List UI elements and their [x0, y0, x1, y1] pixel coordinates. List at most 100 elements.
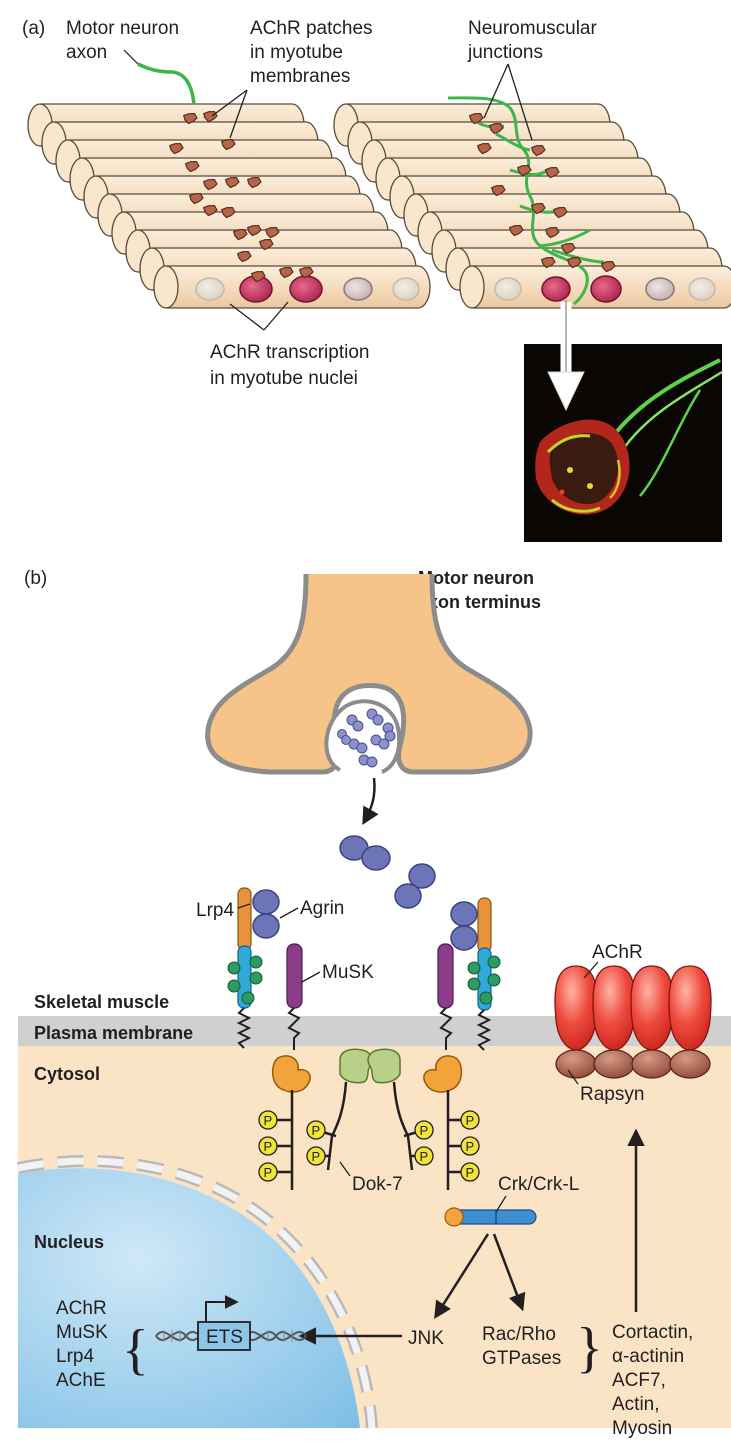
nucleus-label: Nucleus — [34, 1232, 104, 1252]
right-myotube-stack — [333, 103, 731, 309]
myotube-nucleus — [541, 276, 571, 302]
achr-patch — [246, 176, 262, 189]
ets-box — [197, 1321, 251, 1351]
achr-patch — [224, 176, 240, 189]
achr-patch — [600, 260, 616, 273]
achr-patch — [182, 112, 198, 125]
myotube-nucleus — [195, 277, 225, 301]
skeletal-muscle-label: Skeletal muscle — [34, 992, 169, 1012]
genes-brace: { — [122, 1319, 149, 1381]
achr-patch — [544, 166, 560, 179]
rapsyn-molecule — [593, 1049, 635, 1079]
axon-terminus-label-1: Motor neuron — [418, 568, 534, 588]
transcription-leader-2 — [263, 301, 289, 331]
arrow-to-rac-rho — [492, 1233, 526, 1312]
achr-patch — [168, 142, 184, 155]
rac-rho-brace: } — [576, 1317, 603, 1379]
crk-crkl-protein — [444, 1207, 537, 1227]
achr-patch — [258, 238, 274, 251]
gene-musk: MuSK — [56, 1322, 108, 1343]
achr-patch — [566, 256, 582, 269]
musk-left-kinase — [271, 1055, 311, 1093]
phosphate-label: P — [466, 1139, 475, 1154]
achr-transcription-label-1: AChR transcription — [210, 342, 369, 363]
achr-receptor — [668, 965, 712, 1079]
phosphate-group: P — [460, 1136, 480, 1156]
nmj-leader-2 — [507, 63, 533, 141]
ets-label: ETS — [206, 1327, 243, 1348]
nmj-label-2: junctions — [467, 42, 543, 63]
phosphate-label: P — [466, 1113, 475, 1128]
achr-patch — [264, 226, 280, 239]
achr-patch — [476, 142, 492, 155]
achr-patch — [530, 202, 546, 215]
phosphate-label: P — [264, 1165, 273, 1180]
axon-leader-line — [123, 49, 139, 65]
dok7-label: Dok-7 — [352, 1174, 403, 1195]
achr-patch — [246, 224, 262, 237]
phosphate-group: P — [460, 1162, 480, 1182]
musk-right-kinase — [423, 1055, 463, 1093]
phosphate-group: P — [414, 1146, 434, 1166]
effector-4: Actin, — [612, 1394, 660, 1415]
musk-label: MuSK — [322, 962, 374, 983]
achr-patch — [488, 122, 504, 135]
zoom-arrowhead — [547, 371, 585, 412]
agrin-released-2 — [394, 863, 436, 909]
phosphate-label: P — [420, 1149, 429, 1164]
achr-patch — [184, 160, 200, 173]
rapsyn-label: Rapsyn — [580, 1084, 644, 1105]
gene-achr: AChR — [56, 1298, 107, 1319]
phosphate-group: P — [306, 1146, 326, 1166]
lrp4-label: Lrp4 — [196, 900, 234, 921]
lrp4-left — [237, 887, 252, 951]
phosphate-group: P — [258, 1136, 278, 1156]
achr-patch — [220, 138, 236, 151]
gene-lrp4: Lrp4 — [56, 1346, 94, 1367]
musk-right — [437, 943, 454, 1009]
panel-b: (b) Motor neuron axon terminus — [16, 568, 731, 1439]
phosphate-label: P — [312, 1123, 321, 1138]
transcription-leader-1 — [229, 303, 265, 331]
rapsyn-molecule — [669, 1049, 711, 1079]
myotube-nucleus — [343, 277, 373, 301]
achr-cluster — [554, 965, 712, 1079]
achr-patch-leader-1 — [211, 89, 248, 117]
achr-patch — [552, 206, 568, 219]
achr-patch — [250, 270, 266, 283]
arrow-to-jnk — [434, 1233, 490, 1319]
panel-a-tag: (a) — [22, 18, 45, 39]
left-achr-patches — [168, 110, 314, 283]
effector-3: ACF7, — [612, 1370, 666, 1391]
achr-patch — [560, 242, 576, 255]
achr-patch — [298, 266, 314, 279]
nucleus-region — [18, 1168, 360, 1428]
agrin-released-1 — [339, 835, 391, 871]
phosphate-group: P — [460, 1110, 480, 1130]
rapsyn-molecule — [555, 1049, 597, 1079]
motor-neuron-axon-label-2: axon — [66, 42, 107, 63]
rapsyn-leader — [567, 1069, 579, 1085]
achr-transcription-label-2: in myotube nuclei — [210, 368, 358, 389]
phosphate-group: P — [306, 1120, 326, 1140]
achr-receptor — [592, 965, 636, 1079]
myotube-nucleus — [289, 275, 323, 303]
gene-ache: AChE — [56, 1370, 106, 1391]
achr-patches-label-1: AChR patches — [250, 18, 373, 39]
myotube — [153, 265, 431, 309]
phosphate-label: P — [264, 1113, 273, 1128]
phosphate-label: P — [264, 1139, 273, 1154]
motor-neuron-axon-label-1: Motor neuron — [66, 18, 179, 39]
nmj-label-1: Neuromuscular — [468, 18, 597, 39]
myotube-nucleus — [645, 277, 675, 301]
phosphate-group: P — [258, 1162, 278, 1182]
achr-patch — [232, 228, 248, 241]
nmj-leader-1 — [483, 63, 509, 119]
phosphate-group: P — [414, 1120, 434, 1140]
myotube-nucleus — [494, 277, 522, 301]
panel-b-tag: (b) — [24, 568, 47, 589]
achr-patch — [468, 112, 484, 125]
jnk-label: JNK — [408, 1328, 444, 1349]
